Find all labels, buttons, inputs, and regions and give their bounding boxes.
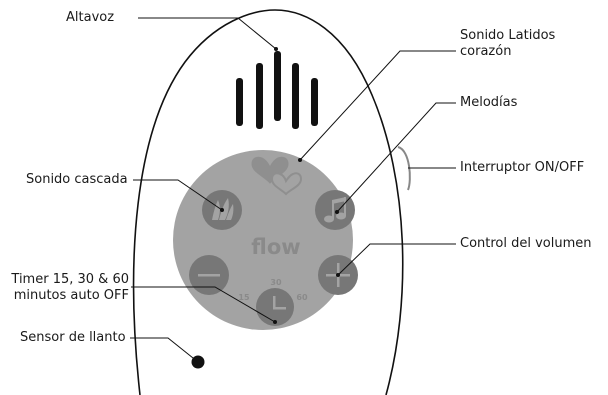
label-melodias: Melodías: [460, 95, 518, 110]
label-latidos-line1: Sonido Latidos: [460, 28, 556, 43]
speaker-grille-icon: [236, 51, 318, 129]
callout-latidos: [299, 50, 456, 161]
callout-endpoints: [220, 47, 340, 324]
minus-button[interactable]: [189, 255, 229, 295]
callout-timer: [131, 286, 276, 323]
power-switch-icon[interactable]: [397, 146, 411, 191]
music-button[interactable]: [315, 190, 355, 230]
music-note-icon: [324, 197, 346, 223]
callout-sensor: [130, 337, 199, 363]
waterfall-icon: [212, 198, 234, 220]
label-timer-line2: minutos auto OFF: [13, 288, 129, 303]
minus-icon: [198, 274, 220, 277]
label-sensor: Sensor de llanto: [20, 330, 126, 345]
label-cascada: Sonido cascada: [26, 172, 128, 187]
callout-lines: [130, 17, 456, 363]
label-volumen: Control del volumen: [460, 236, 592, 251]
timer-tick-15: 15: [238, 293, 250, 302]
label-latidos-line2: corazón: [460, 44, 512, 59]
callout-melodias: [336, 102, 456, 213]
heart-icon: [251, 156, 289, 184]
callout-altavoz: [138, 17, 277, 50]
label-latidos: Sonido Latidos corazón: [460, 28, 555, 60]
label-altavoz: Altavoz: [66, 10, 115, 25]
heart-button[interactable]: [251, 156, 303, 196]
timer-tick-60: 60: [296, 293, 308, 302]
label-timer-line1: Timer 15, 30 & 60: [11, 272, 129, 287]
callout-cascada: [133, 179, 223, 211]
brand-logo: flow: [251, 235, 300, 259]
label-interruptor: Interruptor ON/OFF: [460, 160, 585, 175]
callout-volumen: [337, 243, 456, 276]
timer-tick-30: 30: [270, 278, 282, 287]
timer-icon: [273, 296, 286, 310]
label-timer: Timer 15, 30 & 60 minutos auto OFF: [5, 272, 129, 304]
